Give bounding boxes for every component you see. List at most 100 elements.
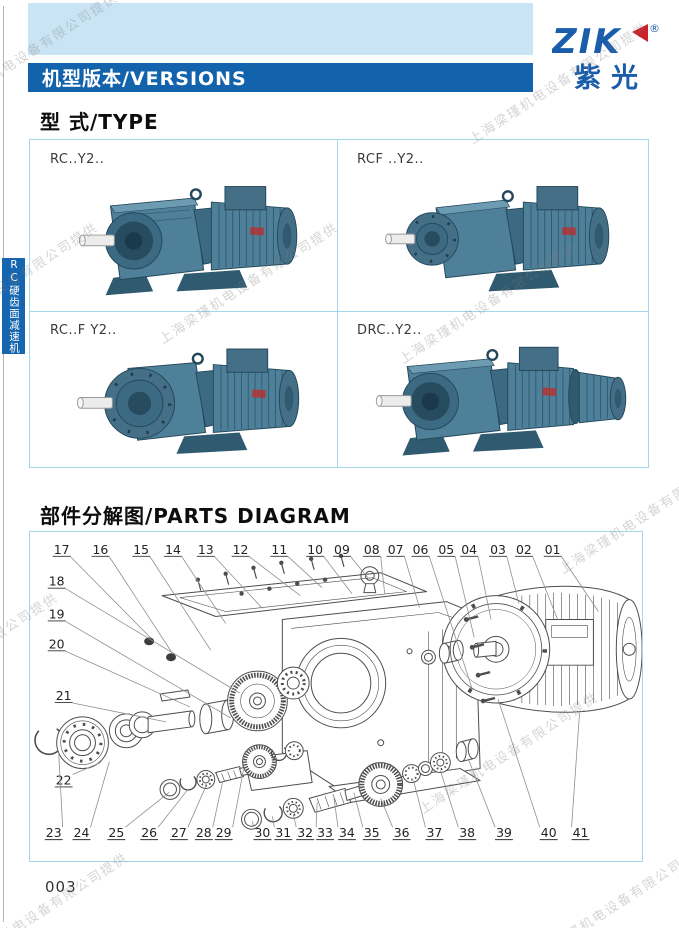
leader-line-26 [157, 789, 189, 828]
registered-mark: ® [649, 22, 660, 35]
grid-divider-horizontal [30, 311, 648, 312]
part-number-29: 29 [216, 825, 232, 840]
model-label-rc: RC..Y2.. [50, 152, 105, 167]
leader-line-33 [315, 802, 318, 828]
machine-illustration-rcf [385, 186, 610, 292]
part-number-39: 39 [496, 825, 512, 840]
machine-illustration-rc-f [76, 348, 300, 454]
type-title: 型 式/TYPE [40, 110, 159, 134]
leader-line-37 [413, 780, 426, 828]
eyebolt [360, 566, 380, 594]
motor [441, 585, 643, 713]
section-header-title: 机型版本/VERSIONS [42, 68, 247, 90]
page-number: 003 [45, 878, 77, 896]
part-number-32: 32 [297, 825, 313, 840]
leader-line-19 [65, 621, 231, 719]
leader-line-12 [249, 556, 301, 596]
leader-line-23 [58, 752, 64, 828]
machine-illustration-rc [78, 186, 298, 296]
leader-line-24 [90, 761, 110, 828]
leader-line-20 [65, 650, 191, 708]
brand-logo: ZIK ZIK ® [552, 22, 660, 62]
leader-line-27 [187, 786, 207, 828]
grid-divider-vertical [337, 140, 338, 467]
leader-line-14 [181, 556, 227, 624]
part-number-06: 06 [413, 542, 429, 557]
part-number-34: 34 [339, 825, 355, 840]
model-label-rcf: RCF ..Y2.. [357, 152, 424, 167]
type-grid: RC..Y2.. [29, 139, 649, 468]
part-number-22: 22 [56, 772, 72, 787]
machine-illustration-drc [375, 346, 627, 456]
leader-line-17 [70, 556, 152, 639]
leader-line-30 [252, 821, 254, 828]
leader-line-03 [506, 556, 520, 604]
leader-line-13 [214, 556, 263, 609]
leader-line-36 [380, 798, 394, 828]
leader-line-04 [477, 556, 492, 620]
part-number-20: 20 [49, 636, 65, 651]
parts-diagram: 1716151413121110090807060504030201181920… [34, 542, 643, 840]
type-cell-rcf: RCF ..Y2.. [337, 140, 650, 311]
leader-line-02 [532, 556, 559, 620]
diagram-line-art [34, 553, 643, 830]
part-number-25: 25 [108, 825, 124, 840]
logo-red-triangle [632, 24, 648, 42]
type-cell-rc: RC..Y2.. [30, 140, 337, 311]
leader-line-41 [571, 712, 580, 828]
leader-line-06 [429, 556, 473, 690]
leader-line-15 [149, 556, 212, 651]
part-number-12: 12 [233, 542, 249, 557]
part-number-03: 03 [490, 542, 506, 557]
cover-bolts [195, 553, 345, 596]
leader-line-25 [125, 792, 170, 828]
sidebar-tab-label: RC硬齿面减速机 [8, 258, 20, 354]
part-number-14: 14 [165, 542, 181, 557]
part-number-37: 37 [427, 825, 443, 840]
model-label-drc: DRC..Y2.. [357, 323, 422, 338]
part-number-28: 28 [196, 825, 212, 840]
part-number-21: 21 [56, 688, 72, 703]
model-label-rc-f: RC..F Y2.. [50, 323, 117, 338]
leader-line-40 [497, 698, 541, 828]
part-number-24: 24 [74, 825, 90, 840]
part-number-26: 26 [141, 825, 157, 840]
leader-line-18 [65, 588, 240, 694]
leader-line-34 [333, 798, 339, 828]
intermediate-shaft-assembly [159, 741, 304, 800]
leader-line-10 [323, 556, 353, 594]
leader-line-07 [404, 556, 420, 608]
type-cell-drc: DRC..Y2.. [337, 311, 650, 469]
leader-line-35 [353, 792, 364, 828]
brand-name-cn: 紫光 [574, 63, 648, 94]
leader-line-01 [561, 556, 599, 612]
coupling-and-studs [420, 615, 496, 704]
leader-line-28 [212, 781, 224, 828]
leader-line-29 [232, 769, 244, 828]
leader-line-08 [380, 556, 386, 594]
part-number-36: 36 [394, 825, 410, 840]
part-number-35: 35 [364, 825, 380, 840]
sidebar-tab-rc-series: RC硬齿面减速机 [2, 258, 25, 354]
part-number-16: 16 [93, 542, 109, 557]
part-number-07: 07 [388, 542, 404, 557]
leader-line-11 [288, 556, 323, 588]
part-number-09: 09 [334, 542, 350, 557]
part-number-01: 01 [545, 542, 561, 557]
part-number-38: 38 [459, 825, 475, 840]
leader-line-05 [454, 556, 475, 638]
part-number-18: 18 [49, 574, 65, 589]
leader-line-22 [72, 762, 101, 775]
logo-zik-text: ZIK [552, 22, 622, 62]
part-number-23: 23 [46, 825, 62, 840]
part-number-19: 19 [49, 606, 65, 621]
leader-line-16 [109, 556, 174, 655]
input-shaft-assembly [241, 738, 479, 830]
part-number-02: 02 [516, 542, 532, 557]
part-number-13: 13 [198, 542, 214, 557]
part-number-10: 10 [307, 542, 323, 557]
part-number-15: 15 [133, 542, 149, 557]
output-shaft-assembly [34, 666, 310, 770]
